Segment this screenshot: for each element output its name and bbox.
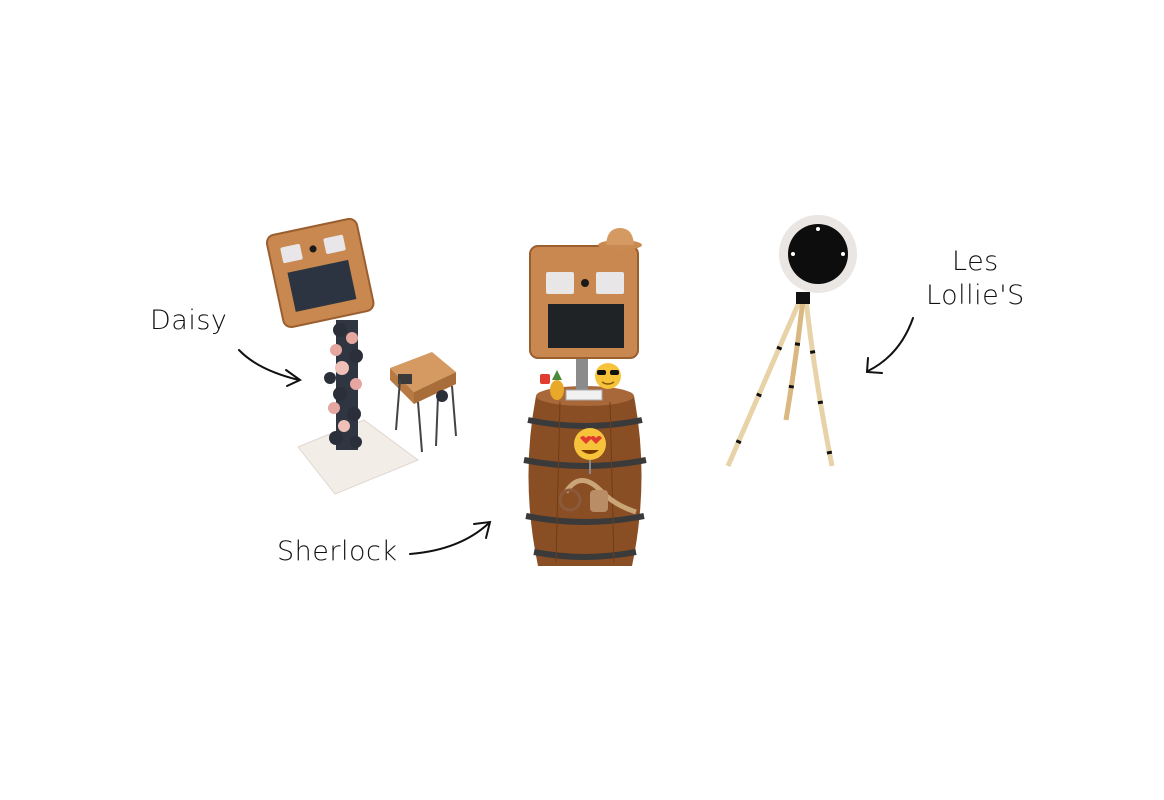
sherlock-camera-head — [529, 245, 639, 359]
daisy-label: Daisy — [150, 305, 228, 336]
lollies-label-line1: Les — [952, 246, 999, 277]
daisy-printer-table — [390, 352, 457, 453]
lollies-tripod — [725, 292, 835, 468]
sherlock-label: Sherlock — [277, 536, 398, 567]
sherlock-arrow — [409, 520, 492, 555]
daisy-flower-column — [324, 320, 363, 450]
lollies-label: Les Lollie'S — [926, 245, 1025, 313]
sherlock-horn-decor — [558, 478, 637, 515]
pineapple-icon — [550, 370, 564, 400]
heart-eyes-emoji-icon — [574, 428, 606, 474]
sherlock-photobooth — [523, 228, 647, 566]
lollies-arrow — [865, 317, 914, 374]
play-badge-icon — [540, 374, 550, 384]
sherlock-barrel — [523, 386, 647, 566]
lollies-label-line2: Lollie'S — [926, 280, 1025, 311]
daisy-photobooth — [265, 217, 457, 495]
sunglasses-emoji-icon — [595, 363, 621, 389]
sherlock-pole — [576, 356, 588, 398]
sherlock-hat — [598, 228, 642, 250]
lollies-photobooth — [725, 215, 857, 468]
daisy-camera-head — [265, 217, 375, 329]
daisy-arrow — [238, 349, 302, 387]
lollies-ring-head — [779, 215, 857, 293]
sherlock-name-plate — [565, 389, 603, 401]
